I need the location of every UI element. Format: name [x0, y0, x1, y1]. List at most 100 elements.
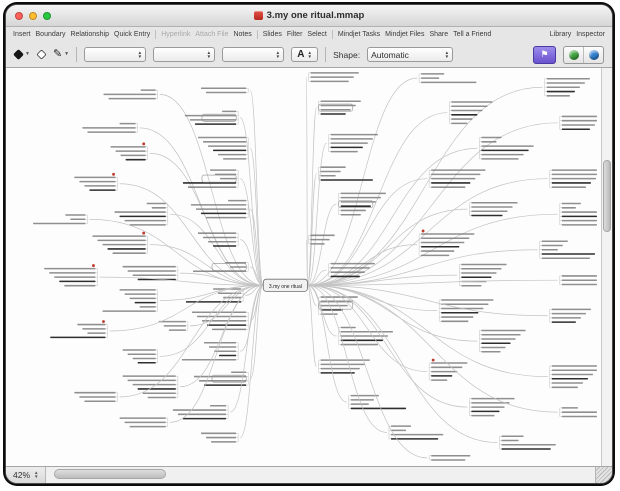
central-node[interactable]: 3.my one ritual	[262, 278, 308, 292]
mindmap-marker-icon	[102, 320, 105, 323]
mindmap-node-text	[451, 114, 478, 116]
mindmap-node-text	[481, 329, 526, 332]
mindmap-node-text	[481, 158, 519, 160]
mindjet-tasks-button[interactable]	[564, 47, 583, 63]
app-window: 3.my one ritual.mmap Insert Boundary Rel…	[3, 2, 615, 486]
menu-item-insert[interactable]: Insert	[13, 31, 31, 38]
mindmap[interactable]: 3.my one ritual	[6, 68, 601, 466]
topic-fill-tool[interactable]: ▼	[13, 49, 30, 60]
mindmap-node-text	[320, 100, 361, 102]
mindmap-node-text	[102, 243, 146, 246]
blue-sphere-icon	[588, 49, 599, 60]
font-family-select[interactable]: ▲▼	[84, 47, 147, 62]
mindmap-node-text	[87, 332, 106, 334]
menu-item-library[interactable]: Library	[549, 31, 572, 38]
mindmap-connector	[159, 284, 264, 357]
font-color-button[interactable]: A ▲▼	[291, 47, 319, 62]
mindmap-node-text	[320, 104, 356, 107]
mindmap-node-text	[431, 379, 448, 381]
menu-item-slides[interactable]: Slides	[262, 31, 282, 38]
mindmap-topic-box	[318, 301, 354, 310]
menu-item-quick-entry[interactable]: Quick Entry	[114, 31, 151, 38]
mindmap-node-text	[481, 141, 497, 143]
vertical-scrollbar-thumb[interactable]	[603, 160, 611, 232]
mindmap-node-text	[546, 95, 570, 97]
mindmap-node-text	[546, 78, 590, 80]
mindmap-node-text	[561, 407, 578, 409]
zoom-stepper-icon[interactable]: ▲▼	[34, 470, 39, 479]
menu-item-mindjet-tasks[interactable]: Mindjet Tasks	[337, 31, 381, 38]
menu-item-hyperlink[interactable]: Hyperlink	[161, 31, 191, 38]
mindmap-connector	[229, 284, 264, 413]
mindmap-node-text	[431, 370, 458, 373]
topic-outline-tool[interactable]	[36, 49, 47, 60]
menu-item-boundary[interactable]: Boundary	[35, 31, 66, 38]
mindmap-node-text	[206, 436, 237, 439]
mindmap-connector	[307, 284, 317, 367]
menu-item-filter[interactable]: Filter	[286, 31, 303, 38]
mindmap-node-text	[64, 284, 96, 287]
mindmap-node-text	[471, 210, 508, 213]
mindmap-node-text	[471, 214, 503, 217]
mindmap-connector	[307, 279, 558, 286]
close-button[interactable]	[15, 11, 23, 20]
select-arrows-icon: ▲▼	[137, 49, 143, 59]
font-style-select[interactable]: ▲▼	[153, 47, 216, 62]
flag-icon: ⚑	[540, 49, 549, 59]
mindmap-node-text	[561, 202, 581, 205]
pen-tool[interactable]: ✎ ▼	[53, 49, 69, 60]
mindmap-node-text	[451, 118, 473, 120]
select-arrows-icon: ▲▼	[307, 49, 312, 59]
menu-item-tell-a-friend[interactable]: Tell a Friend	[453, 31, 492, 38]
mindmap-node-text	[182, 417, 227, 420]
mindmap-node-text	[119, 122, 136, 125]
menu-item-attach-file[interactable]: Attach File	[195, 31, 229, 38]
zoom-window-button[interactable]	[43, 11, 51, 20]
horizontal-scrollbar-thumb[interactable]	[54, 469, 167, 479]
mindmap-connector	[307, 269, 327, 286]
menu-item-notes[interactable]: Notes	[233, 31, 252, 38]
mindmap-node-text	[421, 233, 475, 235]
mindmap-node-text	[194, 123, 237, 125]
mindmap-node-text	[122, 375, 176, 377]
mindmap-node-text	[187, 186, 237, 188]
purple-flag-button[interactable]: ⚑	[533, 45, 556, 64]
shape-select[interactable]: Automatic ▲▼	[367, 47, 454, 62]
mindmap-node-text	[561, 279, 597, 281]
horizontal-scrollbar[interactable]	[46, 467, 595, 483]
menu-item-select[interactable]: Select	[307, 31, 327, 38]
mindmap-node-text	[310, 80, 349, 83]
mindmap-node-text	[197, 232, 237, 234]
zoom-control[interactable]: 42% ▲▼	[6, 467, 47, 483]
mindmap-node-text	[184, 114, 237, 117]
mindmap-node-text	[561, 207, 576, 209]
mindmap-node-text	[461, 276, 492, 279]
mindjet-online-buttons	[563, 45, 604, 64]
mindmap-node-text	[561, 115, 597, 118]
mindmap-node-text	[208, 240, 237, 243]
menu-item-share[interactable]: Share	[429, 31, 449, 38]
mindmap-node-text	[65, 214, 86, 216]
font-size-select[interactable]: ▲▼	[222, 47, 285, 62]
mindmap-node-text	[82, 328, 106, 330]
mindmap-connector	[239, 284, 264, 438]
minimize-button[interactable]	[29, 11, 37, 20]
mindjet-files-button[interactable]	[583, 46, 603, 63]
mindmap-node-text	[561, 411, 597, 413]
mindmap-node-text	[320, 166, 346, 168]
menu-item-mindjet-files[interactable]: Mindjet Files	[385, 31, 425, 38]
map-canvas[interactable]: 3.my one ritual	[6, 68, 612, 466]
mindmap-node-text	[129, 425, 166, 428]
mindmap-connector	[250, 266, 264, 286]
mindmap-connector	[307, 244, 418, 286]
resize-grip[interactable]	[595, 467, 612, 483]
mindmap-connector	[149, 244, 264, 286]
shape-label: Shape:	[333, 49, 361, 60]
mindmap-node-text	[431, 169, 486, 171]
menu-item-inspector[interactable]: Inspector	[576, 31, 605, 38]
mindmap-node-text	[310, 243, 325, 245]
mindmap-node-text	[421, 77, 440, 79]
vertical-scrollbar[interactable]	[601, 68, 612, 466]
menu-item-relationship[interactable]: Relationship	[70, 31, 110, 38]
mindmap-node-text	[471, 206, 513, 208]
